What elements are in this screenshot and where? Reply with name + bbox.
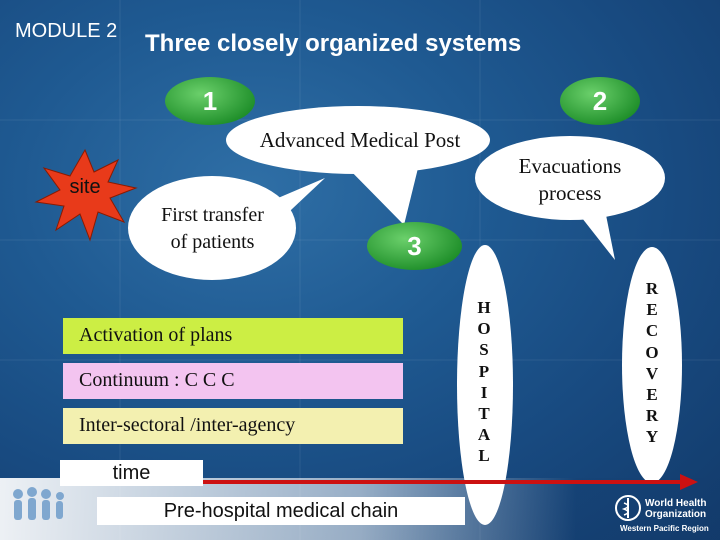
- module-label: MODULE 2: [15, 20, 118, 42]
- badge-1: 1: [165, 77, 255, 125]
- bar-activation-label: Activation of plans: [79, 324, 233, 346]
- amp-callout-tail: [340, 160, 420, 225]
- hospital-letter: H: [477, 298, 491, 317]
- site-star-icon: [34, 148, 138, 242]
- hospital-letter: T: [478, 404, 490, 424]
- bar-intersectoral-label: Inter-sectoral /inter-agency: [79, 414, 296, 436]
- hospital-letter: O: [477, 319, 491, 339]
- recovery-letters: R E C O V E R Y: [636, 278, 668, 448]
- recovery-letter: R: [645, 279, 659, 298]
- recovery-letter: E: [646, 385, 658, 405]
- transfer-line2: of patients: [170, 231, 255, 253]
- evacuations-label: Evacuations process: [495, 153, 645, 207]
- site-label: site: [69, 176, 101, 198]
- recovery-letter: R: [645, 406, 659, 426]
- time-label: time: [60, 460, 203, 486]
- hospital-letter: L: [478, 446, 490, 466]
- hospital-letters: H O S P I T A L: [468, 297, 500, 467]
- who-line1: World Health: [645, 498, 707, 509]
- recovery-letter: Y: [645, 427, 659, 447]
- bar-activation: Activation of plans: [63, 318, 403, 354]
- evacuations-line2: process: [538, 181, 602, 205]
- hospital-letter: I: [480, 382, 488, 402]
- recovery-letter: O: [645, 342, 659, 362]
- recovery-letter: E: [646, 300, 658, 320]
- transfer-label: First transfer of patients: [130, 202, 295, 256]
- transfer-bubble: [128, 176, 296, 280]
- who-region: Western Pacific Region: [620, 524, 709, 533]
- chain-label: Pre-hospital medical chain: [97, 497, 465, 525]
- hospital-letter: P: [478, 361, 490, 381]
- hospital-letter: A: [477, 425, 491, 445]
- badge-3: 3: [367, 222, 462, 270]
- bar-continuum: Continuum : C C C: [63, 363, 403, 399]
- evacuations-line1: Evacuations: [518, 154, 622, 178]
- who-name: World Health Organization: [645, 498, 706, 520]
- who-line2: Organization: [645, 509, 707, 520]
- evac-bubble: [475, 136, 665, 220]
- amp-label: Advanced Medical Post: [259, 128, 461, 152]
- recovery-letter: V: [645, 363, 659, 383]
- amp-bubble: [226, 106, 490, 174]
- who-emblem-icon: [615, 495, 641, 521]
- page-title: Three closely organized systems: [145, 30, 522, 57]
- bar-continuum-label: Continuum : C C C: [79, 369, 235, 391]
- recovery-column: [622, 247, 682, 483]
- bar-intersectoral: Inter-sectoral /inter-agency: [63, 408, 403, 444]
- hospital-letter: S: [479, 340, 489, 360]
- recovery-letter: C: [645, 321, 659, 341]
- people-logo-icon: [13, 487, 64, 520]
- time-arrow-head: [680, 474, 698, 490]
- badge-2: 2: [560, 77, 640, 125]
- transfer-line1: First transfer: [161, 204, 264, 226]
- hospital-column: [457, 245, 513, 525]
